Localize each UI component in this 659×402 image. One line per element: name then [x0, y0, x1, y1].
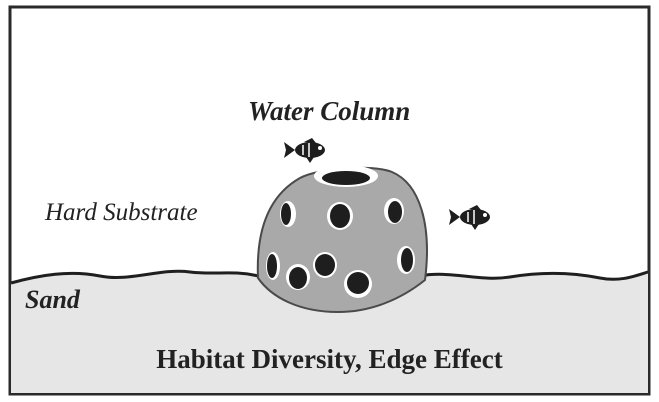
caption: Habitat Diversity, Edge Effect [156, 344, 503, 374]
water-column-label: Water Column [248, 96, 411, 126]
sand-label: Sand [25, 285, 80, 314]
fish-icon [284, 138, 325, 163]
reef-ball-icon [256, 165, 428, 314]
fish-icon [449, 205, 490, 230]
hard-substrate-label: Hard Substrate [45, 199, 198, 226]
sand-layer [11, 271, 648, 393]
